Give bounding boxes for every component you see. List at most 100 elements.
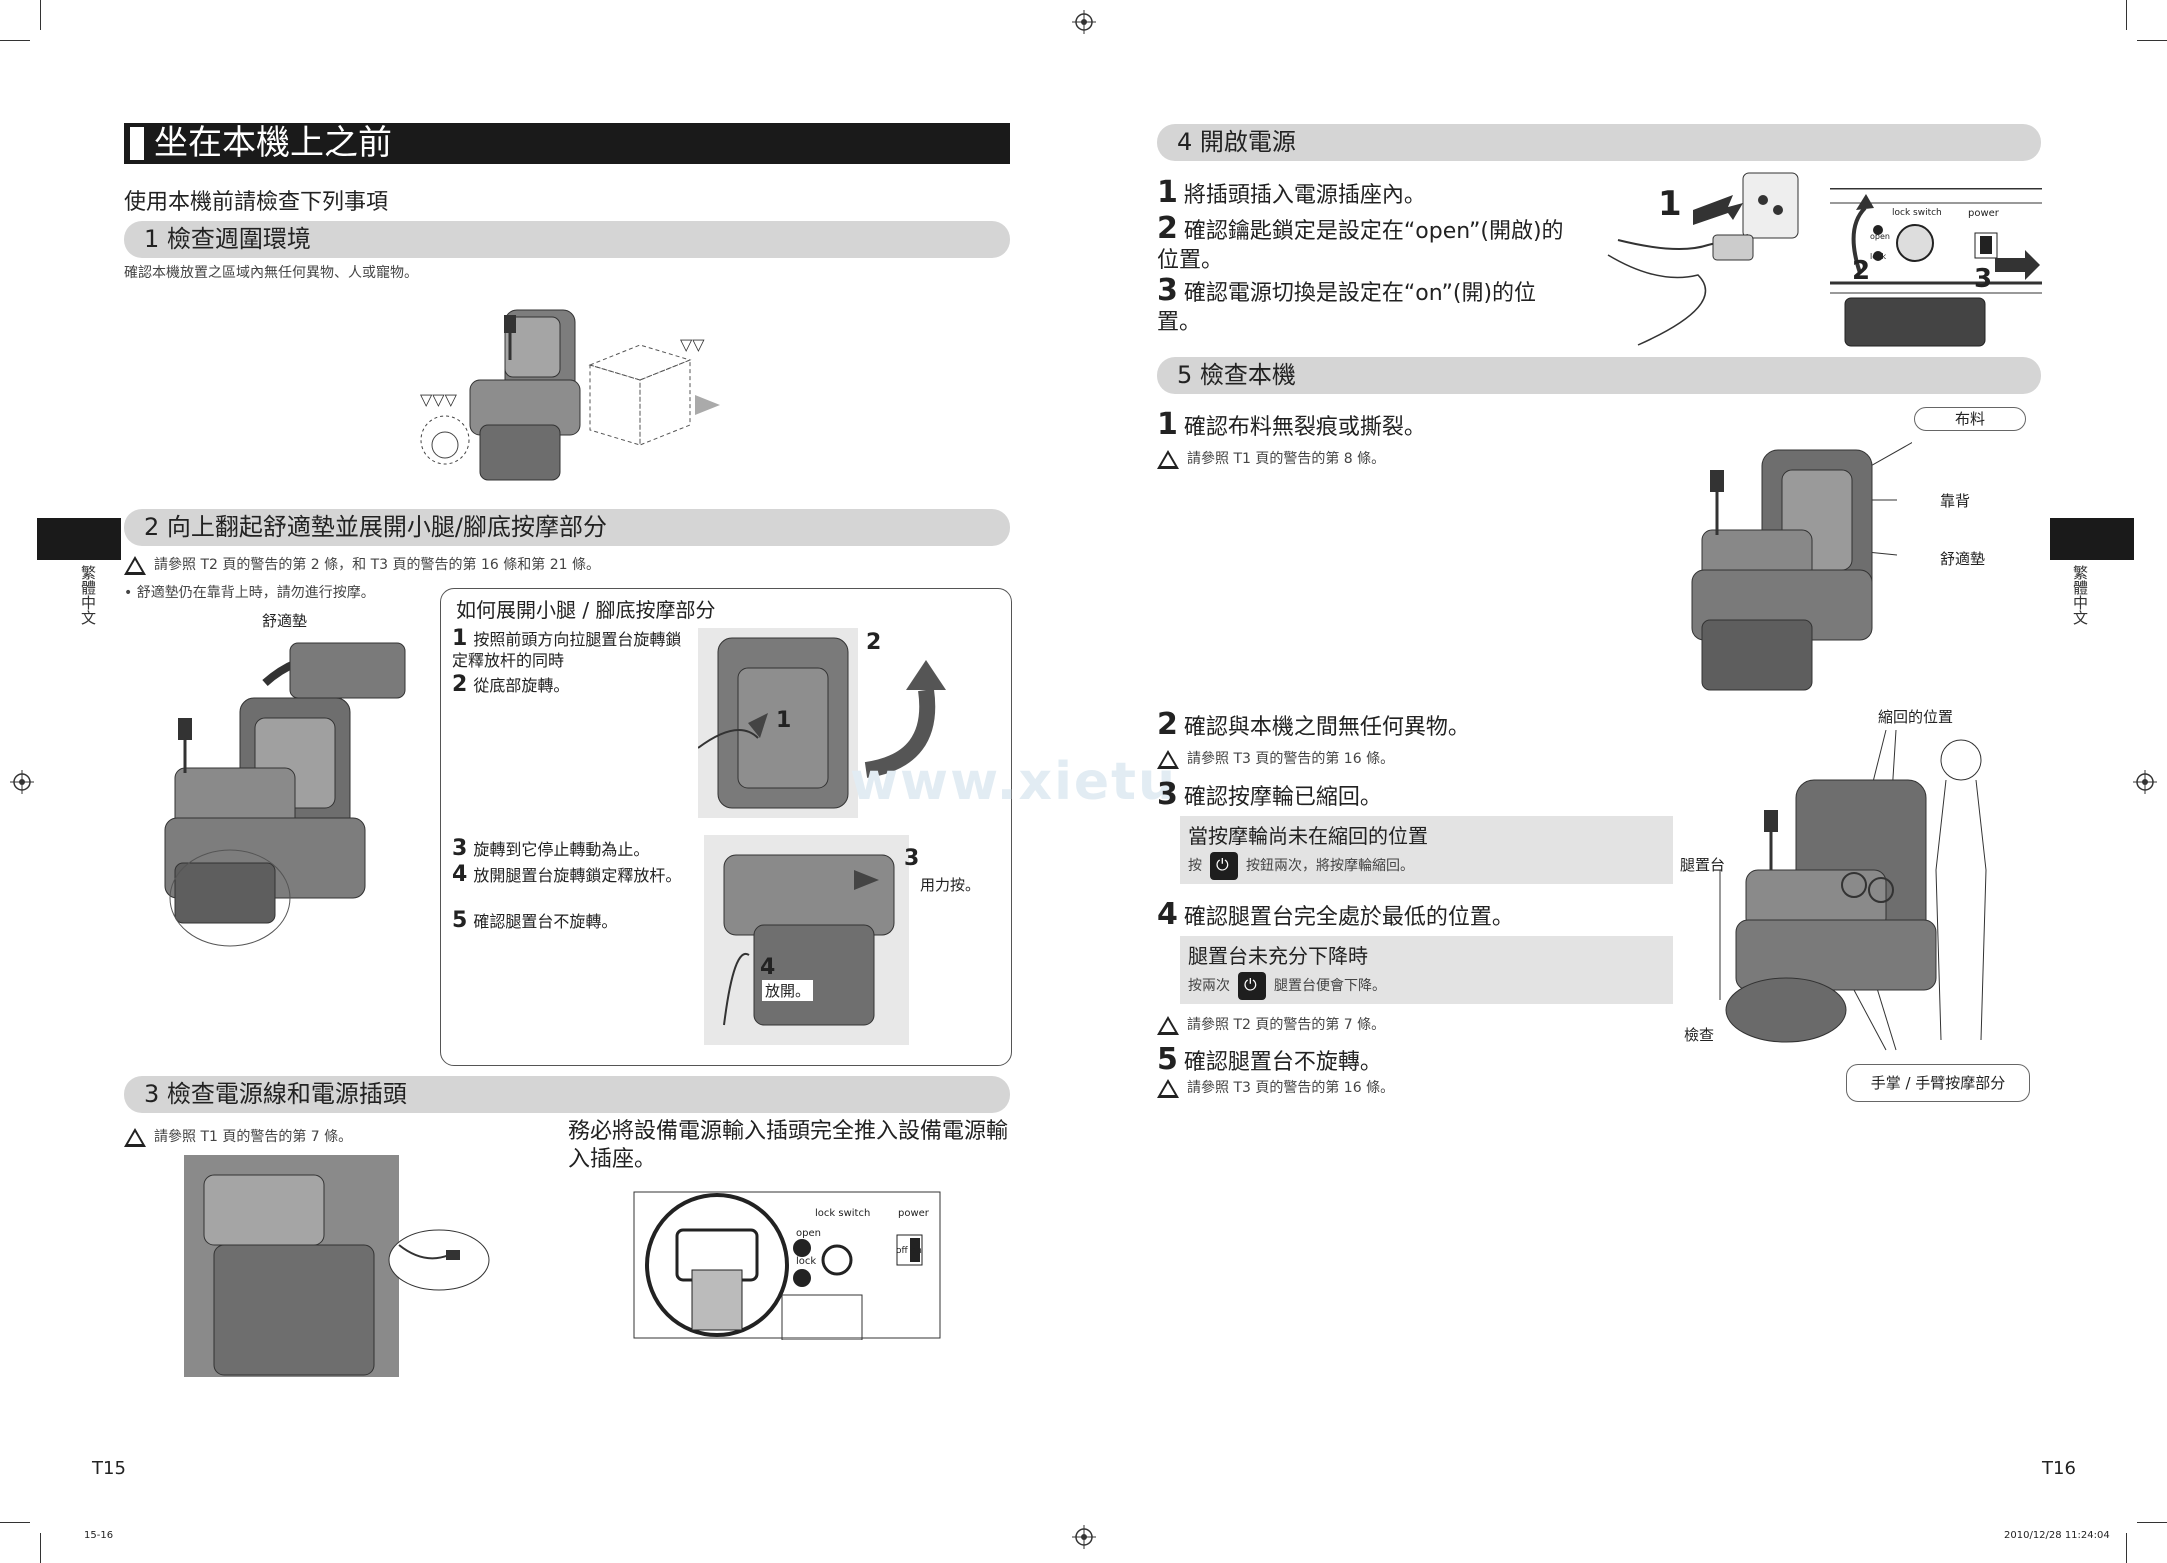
power-fig-3: 3 xyxy=(1974,264,1993,294)
fig-number-4: 4 xyxy=(760,955,776,980)
press-firmly-label: 用力按。 xyxy=(920,876,981,894)
registration-mark-icon xyxy=(1072,10,1096,34)
page-number-right: T16 xyxy=(2042,1458,2076,1479)
power-label: power xyxy=(898,1208,929,1219)
warning-icon: ! xyxy=(1157,449,1179,469)
power-fig-1: 1 xyxy=(1658,184,1682,224)
fig-number-1: 1 xyxy=(776,708,792,733)
cushion-label-right: 舒適墊 xyxy=(1940,550,1986,568)
registration-mark-icon xyxy=(1072,1525,1096,1549)
power-fig-2: 2 xyxy=(1852,256,1871,286)
lock-switch-label: lock switch xyxy=(815,1208,871,1219)
retracted-position-label: 縮回的位置 xyxy=(1878,708,1954,726)
crop-mark xyxy=(40,1533,41,1563)
page-title: 坐在本機上之前 xyxy=(124,123,1010,164)
open-label-right: open xyxy=(1870,232,1890,241)
section-4-header: 4 開啟電源 xyxy=(1157,124,2041,161)
warning-icon: ! xyxy=(1157,749,1179,769)
check-step-5-warning: !請參照 T3 頁的警告的第 16 條。 xyxy=(1157,1077,1394,1098)
footer-left: 15-16 xyxy=(84,1530,114,1541)
language-side-label: 繁體中文 xyxy=(79,565,97,625)
page-subtitle: 使用本機前請檢查下列事項 xyxy=(124,190,389,215)
section-3-header: 3 檢查電源線和電源插頭 xyxy=(124,1076,1010,1113)
lock-switch-panel-illustration xyxy=(1830,188,2042,347)
massage-chair-illustration: ▽▽▽ ▽▽ xyxy=(420,309,720,481)
page-number-left: T15 xyxy=(92,1458,126,1479)
check-label: 檢查 xyxy=(1684,1026,1715,1044)
retract-rollers-title: 當按摩輪尚未在縮回的位置 xyxy=(1188,824,1428,848)
crop-mark xyxy=(40,0,41,30)
section-1-note: 確認本機放置之區域內無任何異物、人或寵物。 xyxy=(124,265,418,281)
fabric-label: 布料 xyxy=(1914,407,2026,431)
crop-mark xyxy=(2126,1533,2127,1563)
lock-switch-label-right: lock switch xyxy=(1892,208,1942,218)
warning-icon: ! xyxy=(124,555,146,575)
retract-rollers-text: 按按鈕兩次，將按摩輪縮回。 xyxy=(1188,852,1414,880)
cushion-label: 舒適墊 xyxy=(262,612,308,630)
power-button-icon xyxy=(1238,972,1266,1000)
section-1-header: 1 檢查週圍環境 xyxy=(124,221,1010,258)
fig-number-3: 3 xyxy=(904,846,920,871)
power-inlet-illustration xyxy=(633,1191,941,1340)
how-to-box-title: 如何展開小腿 / 腳底按摩部分 xyxy=(456,598,716,622)
power-button-icon xyxy=(1210,852,1238,880)
crop-mark xyxy=(0,40,30,41)
release-label: 放開。 xyxy=(762,980,814,1001)
power-label-right: power xyxy=(1968,208,1999,219)
footer-right: 2010/12/28 11:24:04 xyxy=(2004,1530,2110,1541)
legrest-label: 腿置台 xyxy=(1680,856,1726,874)
chair-inspection-illustration xyxy=(1719,730,1987,1051)
registration-mark-icon xyxy=(10,770,34,794)
retract-rollers-box: 當按摩輪尚未在縮回的位置 按按鈕兩次，將按摩輪縮回。 xyxy=(1180,816,1673,884)
watermark: www.xietu xyxy=(850,752,1178,812)
backrest-label: 靠背 xyxy=(1940,492,1971,510)
crop-mark xyxy=(2137,40,2167,41)
warning-icon: ! xyxy=(1157,1078,1179,1098)
fig-number-2: 2 xyxy=(866,630,882,655)
leg-rest-release-illustration xyxy=(704,835,909,1045)
side-tab xyxy=(37,518,121,560)
open-label: open xyxy=(796,1228,821,1239)
section-5-header: 5 檢查本機 xyxy=(1157,357,2041,394)
svg-text:▽▽▽: ▽▽▽ xyxy=(420,390,458,409)
section-3-instruction: 務必將設備電源輸入插頭完全推入設備電源輸入插座。 xyxy=(568,1119,1009,1172)
section-3-warning: !請參照 T1 頁的警告的第 7 條。 xyxy=(124,1126,352,1147)
lock-label-right: lock xyxy=(1870,252,1887,261)
language-side-label-right: 繁體中文 xyxy=(2071,565,2089,625)
section-2-warning: !請參照 T2 頁的警告的第 2 條，和 T3 頁的警告的第 16 條和第 21… xyxy=(124,554,600,575)
leg-rest-rotate-illustration xyxy=(698,628,858,818)
warning-icon: ! xyxy=(1157,1015,1179,1035)
lower-legrest-text: 按兩次腿置台便會下降。 xyxy=(1188,972,1386,1000)
check-step-4-warning: !請參照 T2 頁的警告的第 7 條。 xyxy=(1157,1014,1385,1035)
rotate-arrow-icon xyxy=(864,660,946,778)
section-2-bullet: • 舒適墊仍在靠背上時，請勿進行按摩。 xyxy=(124,585,375,601)
warning-icon: ! xyxy=(124,1127,146,1147)
off-on-label: off on xyxy=(896,1246,922,1256)
check-step-2-warning: !請參照 T3 頁的警告的第 16 條。 xyxy=(1157,748,1394,769)
crop-mark xyxy=(2137,1522,2167,1523)
massage-chair-cushion-illustration xyxy=(164,642,406,947)
how-to-box xyxy=(440,588,1012,1066)
palm-arm-label: 手掌 / 手臂按摩部分 xyxy=(1846,1064,2030,1102)
lower-legrest-title: 腿置台未充分下降時 xyxy=(1188,944,1368,968)
side-tab xyxy=(2050,518,2134,560)
power-cord-illustration xyxy=(184,1155,490,1377)
massage-chair-parts-illustration xyxy=(1691,442,1912,691)
plug-outlet-illustration xyxy=(1607,172,1799,346)
lock-label: lock xyxy=(796,1256,817,1267)
registration-mark-icon xyxy=(2133,770,2157,794)
section-2-header: 2 向上翻起舒適墊並展開小腿/腳底按摩部分 xyxy=(124,509,1010,546)
lower-legrest-box: 腿置台未充分下降時 按兩次腿置台便會下降。 xyxy=(1180,936,1673,1004)
